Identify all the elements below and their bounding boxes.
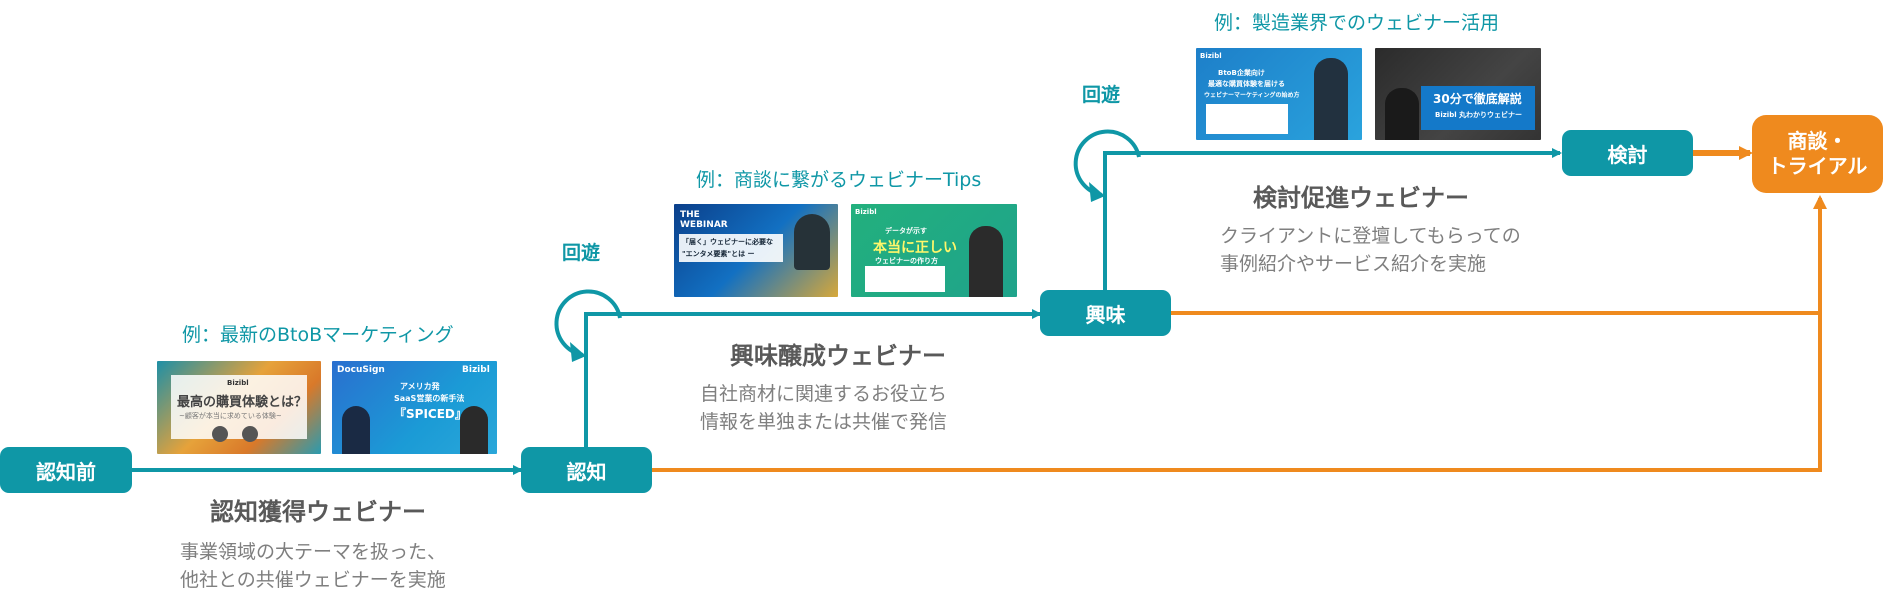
stage3-thumb2-line2: Bizibl 丸わかりウェビナー	[1435, 111, 1523, 119]
stage1-thumb2-line1: アメリカ発	[400, 382, 440, 391]
stage1-thumb1-title: 最高の購買体験とは？	[177, 395, 308, 410]
node-deal-line1: 商談・	[1787, 129, 1848, 153]
stage2-thumb2-logo: Bizibl	[855, 208, 877, 216]
loop-label-left: 回遊	[562, 242, 601, 264]
arrow-interest-to-consideration	[1103, 148, 1562, 290]
stage2-description: 自社商材に関連するお役立ち 情報を単独または共催で発信	[700, 380, 947, 436]
stage1-description: 事業領域の大テーマを扱った、 他社との共催ウェビナーを実施	[180, 538, 446, 594]
stage2-thumb2-line3: ウェビナーの作り方	[875, 257, 938, 265]
loop-right-icon	[1073, 129, 1141, 197]
stage1-desc-line1: 事業領域の大テーマを扱った、	[180, 541, 447, 563]
node-deal-line2: トライアル	[1767, 154, 1868, 178]
node-awareness: 認知	[521, 447, 652, 493]
stage3-description: クライアントに登壇してもらっての 事例紹介やサービス紹介を実施	[1220, 222, 1521, 278]
stage1-title: 認知獲得ウェビナー	[210, 498, 426, 526]
stage3-thumb1-logo: Bizibl	[1200, 52, 1222, 60]
stage2-thumb2-line1: データが示す	[885, 227, 927, 235]
arrow-awareness-to-interest	[584, 309, 1042, 447]
stage1-thumb2-brand: DocuSign	[337, 365, 385, 375]
stage2-thumb2-line2: 本当に正しい	[873, 240, 957, 256]
stage3-desc-line2: 事例紹介やサービス紹介を実施	[1220, 253, 1487, 275]
node-pre-awareness: 認知前	[0, 447, 132, 493]
loop-label-right: 回遊	[1082, 84, 1121, 106]
stage3-thumbnail-2: 30分で徹底解説 Bizibl 丸わかりウェビナー	[1375, 48, 1541, 140]
stage2-example: 例：商談に繋がるウェビナーTips	[696, 169, 982, 191]
stage2-title: 興味醸成ウェビナー	[730, 342, 946, 370]
stage3-thumbnail-1: Bizibl BtoB企業向け 最適な購買体験を届ける ウェビナーマーケティング…	[1196, 48, 1362, 140]
stage2-thumb1-the: THE	[680, 210, 700, 220]
stage1-thumb2-line3: 『SPICED』	[394, 407, 467, 421]
stage1-thumbnail-2: DocuSign Bizibl アメリカ発 SaaS営業の新手法 『SPICED…	[332, 361, 497, 454]
stage2-thumb1-webinar: WEBINAR	[680, 220, 728, 230]
stage3-thumb1-line2: 最適な購買体験を届ける	[1208, 80, 1285, 88]
stage1-desc-line2: 他社との共催ウェビナーを実施	[180, 569, 446, 591]
stage1-thumbnail-1: Bizibl 最高の購買体験とは？ ~顧客が本当に求めている体験~	[157, 361, 321, 454]
loop-left-icon	[554, 289, 622, 357]
node-deal-trial: 商談・ トライアル	[1752, 115, 1883, 193]
node-consideration: 検討	[1562, 130, 1693, 176]
stage3-thumb1-line3: ウェビナーマーケティングの始め方	[1204, 92, 1300, 99]
stage3-thumb2-line1: 30分で徹底解説	[1433, 92, 1522, 106]
stage2-desc-line2: 情報を単独または共催で発信	[700, 411, 948, 433]
stage1-example: 例：最新のBtoBマーケティング	[182, 324, 454, 346]
stage1-thumb2-line2: SaaS営業の新手法	[394, 394, 465, 403]
stage2-thumb1-line3: 「届く」ウェビナーに必要な	[682, 238, 773, 246]
stage1-thumb1-sub: ~顧客が本当に求めている体験~	[179, 412, 282, 420]
stage3-thumb1-line1: BtoB企業向け	[1218, 69, 1265, 77]
stage3-example: 例：製造業界でのウェビナー活用	[1214, 12, 1500, 34]
stage2-thumbnail-2: Bizibl データが示す 本当に正しい ウェビナーの作り方	[851, 204, 1017, 297]
node-interest: 興味	[1040, 290, 1171, 336]
stage1-thumb1-logo: Bizibl	[227, 379, 249, 387]
stage1-thumb2-logo: Bizibl	[462, 365, 490, 375]
stage3-title: 検討促進ウェビナー	[1253, 184, 1469, 212]
stage2-thumb1-line4: "エンタメ要素"とは ー	[682, 250, 755, 258]
stage2-desc-line1: 自社商材に関連するお役立ち	[700, 383, 948, 405]
stage2-thumbnail-1: THE WEBINAR 「届く」ウェビナーに必要な "エンタメ要素"とは ー	[674, 204, 838, 297]
stage3-desc-line1: クライアントに登壇してもらっての	[1220, 225, 1521, 247]
